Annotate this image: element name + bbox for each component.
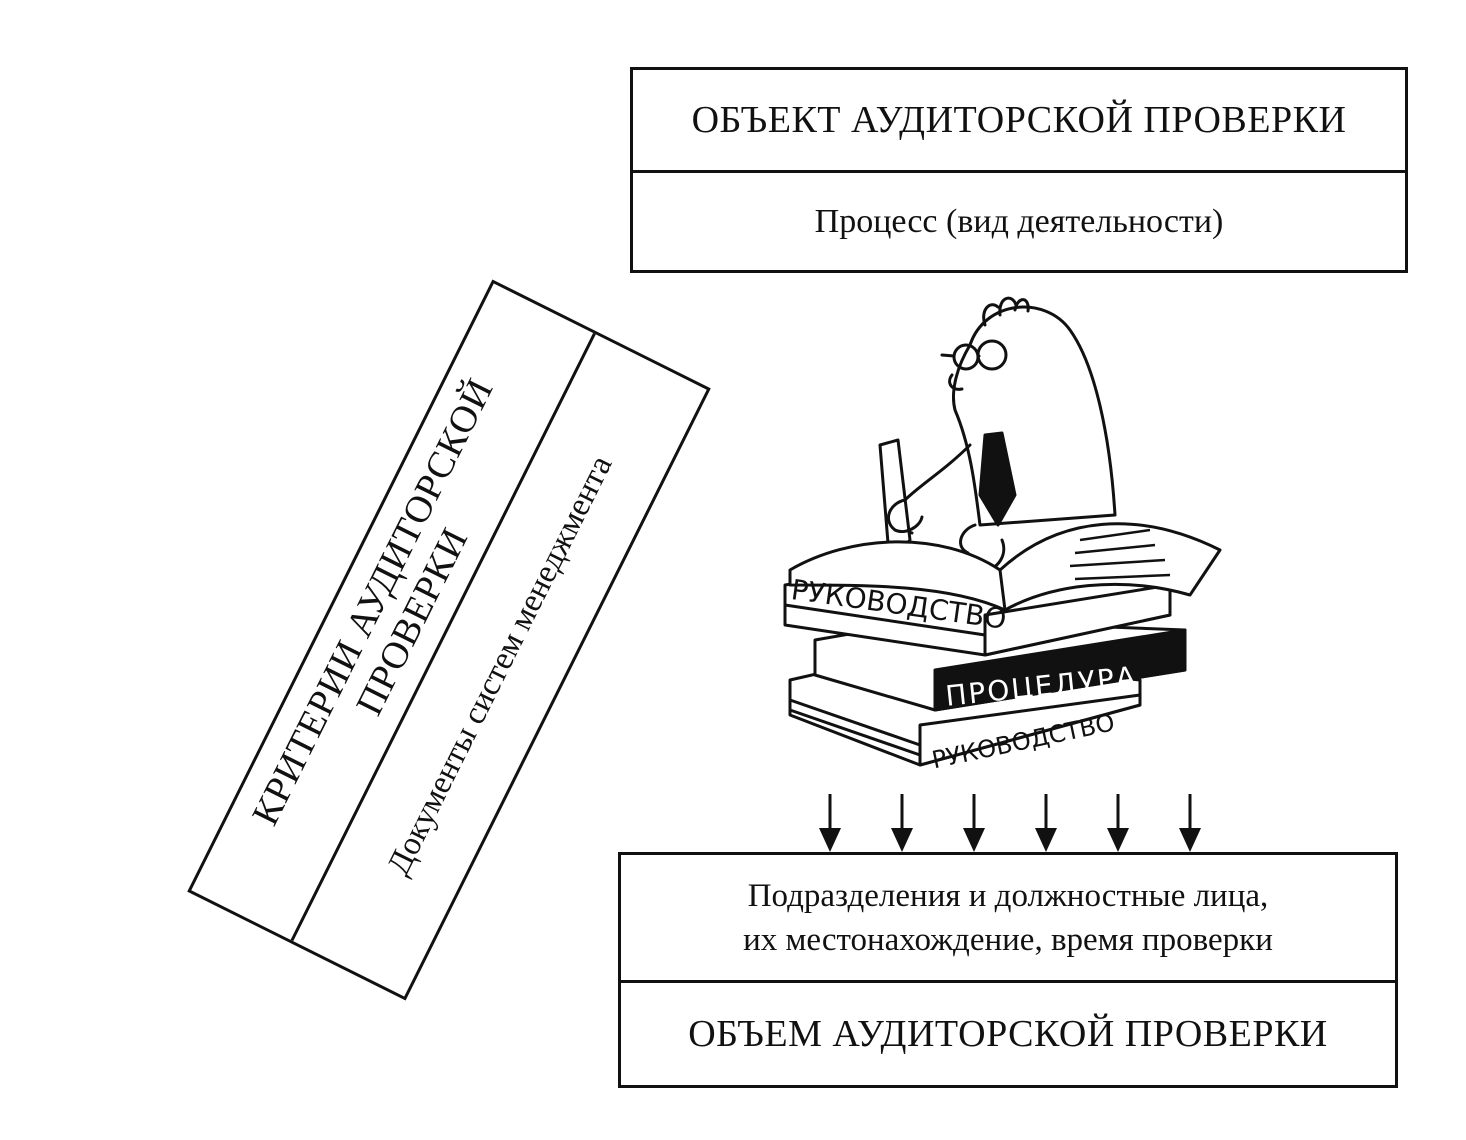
audit-scope-line-2: их местонахождение, время проверки [743,921,1273,958]
pen-icon [878,438,912,555]
down-arrow-icon [963,794,985,852]
down-arrow-icon [1035,794,1057,852]
auditor-illustration: РУКОВОДСТВО ПРОЦЕДУРА РУКОВОДСТВО [783,296,1222,774]
audit-object-box: ОБЪЕКТ АУДИТОРСКОЙ ПРОВЕРКИ Процесс (вид… [630,67,1408,273]
auditor-arm [897,443,972,535]
down-arrow-icon [1179,794,1201,852]
audit-scope-description: Подразделения и должностные лица, их мес… [621,855,1395,983]
audit-object-subtitle: Процесс (вид деятельности) [814,202,1224,240]
auditor-tie [978,431,1017,527]
arrows-group [819,794,1201,852]
audit-scope-title: ОБЪЕМ АУДИТОРСКОЙ ПРОВЕРКИ [688,1013,1328,1055]
down-arrow-icon [891,794,913,852]
audit-scope-line-1: Подразделения и должностные лица, [747,877,1269,914]
audit-object-title: ОБЪЕКТ АУДИТОРСКОЙ ПРОВЕРКИ [633,70,1405,173]
audit-scope-box: Подразделения и должностные лица, их мес… [618,852,1398,1088]
open-book [788,522,1222,612]
auditor-body [951,305,1117,527]
down-arrow-icon [1107,794,1129,852]
down-arrow-icon [819,794,841,852]
auditor-hair [982,296,1030,327]
